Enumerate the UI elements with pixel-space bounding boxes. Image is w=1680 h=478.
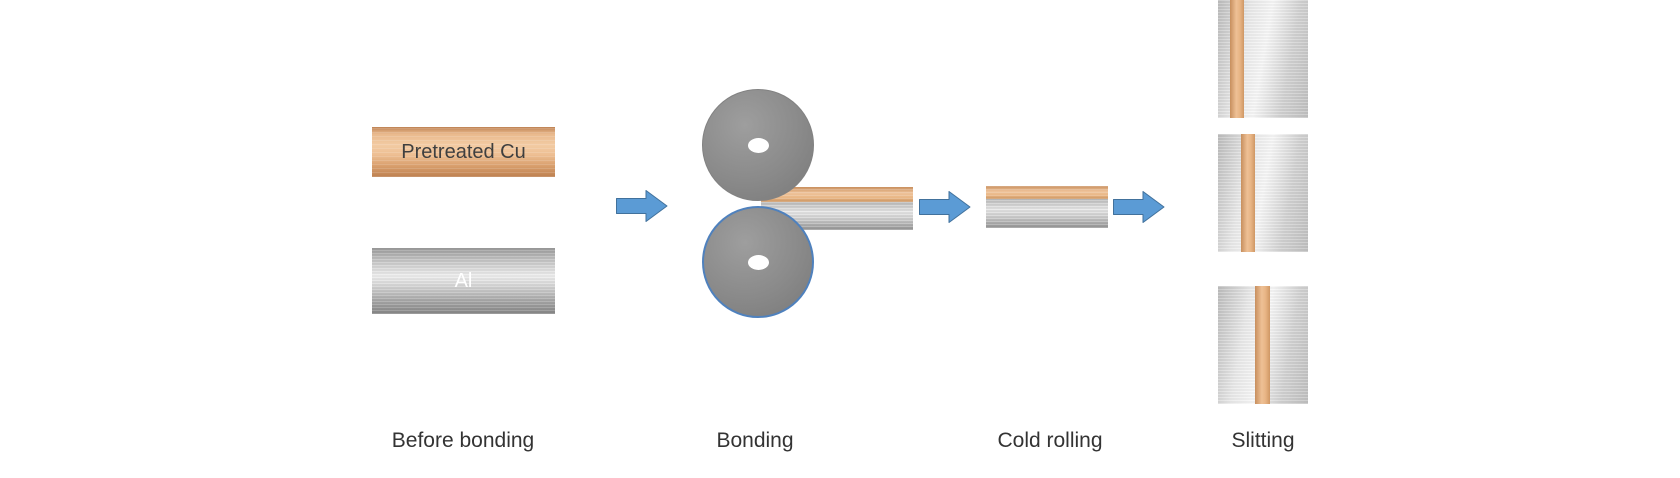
cold-rolled-strip-al-layer xyxy=(986,199,1108,228)
slit-sheet-1-cu-stripe xyxy=(1230,0,1244,118)
slit-sheet-3 xyxy=(1218,286,1308,404)
stage-label-bonding: Bonding xyxy=(716,429,794,452)
stage-label-before-bonding: Before bonding xyxy=(391,429,535,452)
right-arrow-icon xyxy=(919,191,971,223)
slit-sheet-2 xyxy=(1218,134,1308,252)
al-label: Al xyxy=(454,270,473,292)
slit-sheet-1 xyxy=(1218,0,1308,118)
bottom-roller-axle-hole xyxy=(747,254,769,270)
right-arrow-icon xyxy=(1113,191,1165,223)
slit-sheet-2-cu-stripe xyxy=(1241,134,1255,252)
stage-label-slitting: Slitting xyxy=(1231,429,1295,452)
pretreated-cu-bar: Pretreated Cu xyxy=(372,127,555,177)
right-arrow-icon xyxy=(616,190,668,222)
stage-label-cold-rolling: Cold rolling xyxy=(997,429,1103,452)
bottom-roller xyxy=(702,206,814,318)
cold-rolled-strip xyxy=(986,186,1108,228)
pretreated-cu-label: Pretreated Cu xyxy=(401,141,526,163)
cold-rolled-strip-cu-layer xyxy=(986,186,1108,199)
top-roller-axle-hole xyxy=(747,137,769,153)
top-roller xyxy=(702,89,814,201)
slit-sheet-3-cu-stripe xyxy=(1255,286,1270,404)
bonded-strip-cu-layer xyxy=(761,187,913,202)
al-bar: Al xyxy=(372,248,555,314)
